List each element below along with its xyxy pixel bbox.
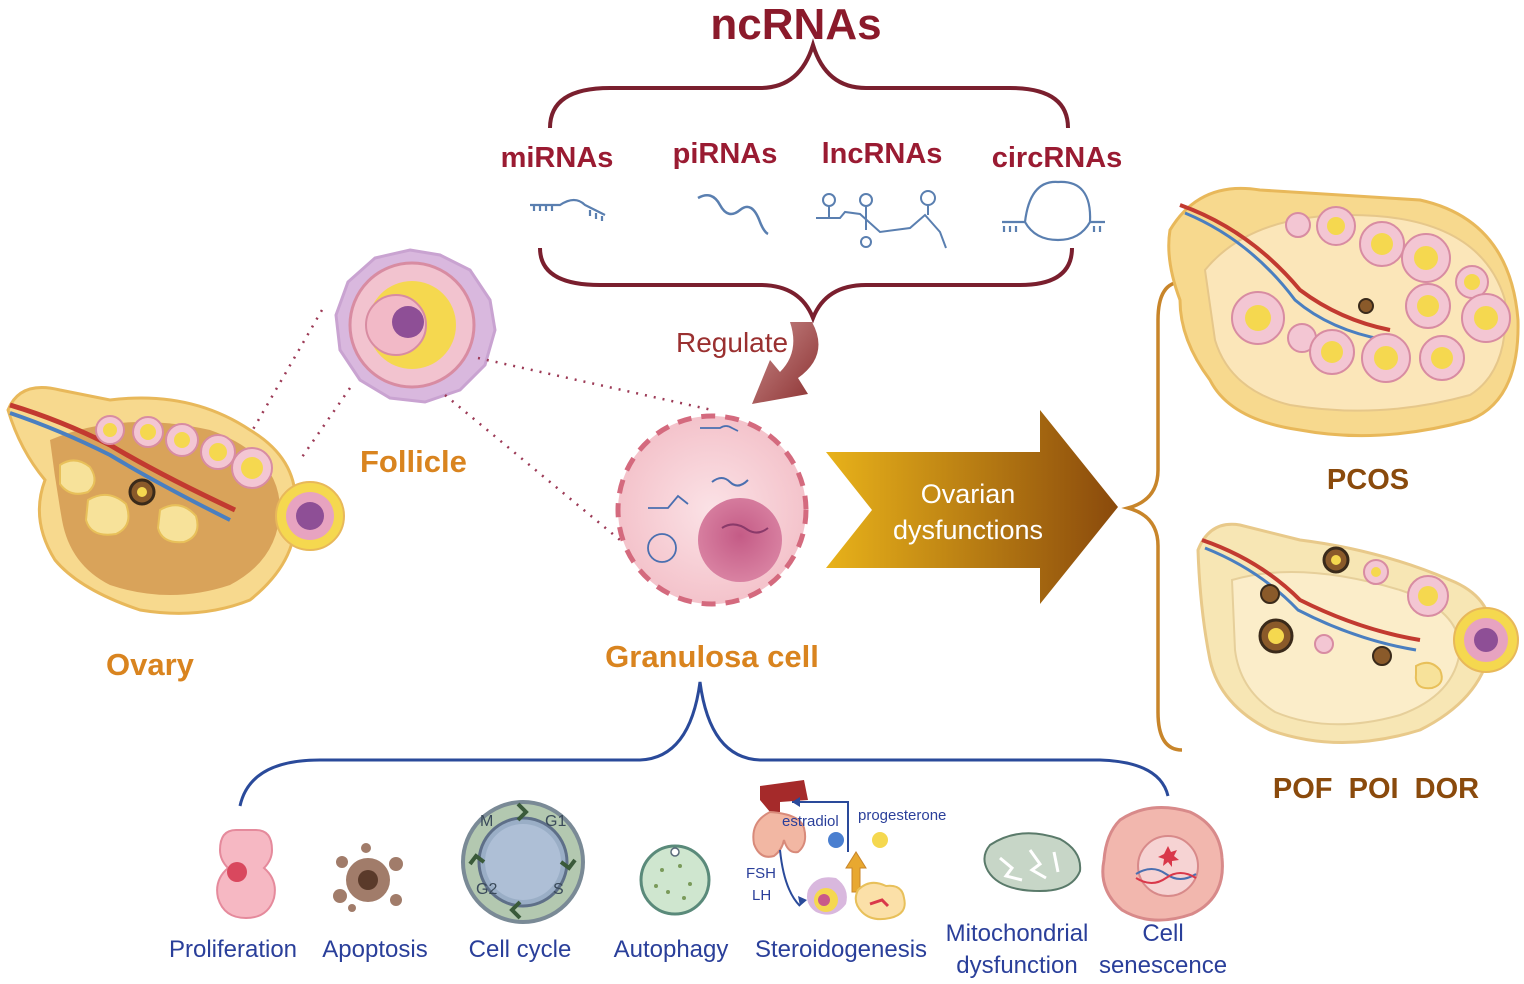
disease-bracket: [1121, 280, 1183, 752]
apoptosis-label: Apoptosis: [322, 936, 428, 963]
ovarian-dysfunction-arrow: [826, 410, 1118, 604]
pcos-label: PCOS: [1326, 464, 1410, 496]
senescence-label-line1: Cell: [1142, 920, 1184, 947]
process-bracket: [238, 681, 1170, 807]
arrow-label-line2: dysfunctions: [892, 515, 1044, 546]
phase-g2-label: G2: [476, 881, 498, 898]
ovary-illustration: [6, 386, 345, 615]
lh-label: LH: [752, 887, 772, 904]
cell-cycle-icon: [461, 800, 585, 924]
autophagy-icon: [639, 844, 711, 916]
follicle-label: Follicle: [360, 444, 467, 479]
pirna-label: piRNAs: [672, 138, 778, 170]
arrow-label: Ovarian dysfunctions: [893, 476, 1043, 549]
senescence-label-line2: senescence: [1098, 952, 1228, 979]
follicle-illustration: [334, 248, 497, 404]
diagram-title: ncRNAs: [710, 0, 882, 49]
arrow-label-line1: Ovarian: [920, 479, 1016, 509]
lncrna-label: lncRNAs: [821, 138, 943, 170]
estradiol-label: estradiol: [782, 813, 839, 830]
apoptosis-icon: [333, 843, 403, 912]
cell-cycle-label: Cell cycle: [468, 936, 572, 963]
pirna-icon: [697, 193, 769, 236]
granulosa-cell-label: Granulosa cell: [605, 639, 819, 674]
proliferation-icon: [216, 829, 276, 920]
mitochondrial-label-line2: dysfunction: [956, 952, 1078, 979]
pcos-ovary-illustration: [1167, 186, 1520, 438]
ncrna-bottom-bracket: [538, 247, 1074, 324]
regulate-arrow: [752, 322, 819, 404]
pof-poi-dor-label: POF POI DOR: [1272, 773, 1480, 805]
mirna-icon: [530, 198, 606, 221]
fsh-label: FSH: [746, 865, 776, 882]
granulosa-cell-illustration: [615, 413, 809, 607]
steroidogenesis-label: Steroidogenesis: [754, 936, 928, 963]
progesterone-label: progesterone: [858, 807, 947, 824]
regulate-label: Regulate: [676, 327, 789, 358]
circrna-icon: [1002, 180, 1105, 242]
mitochondrial-dysfunction-icon: [983, 832, 1082, 893]
mirna-label: miRNAs: [500, 142, 614, 174]
follicle-connectors: [246, 309, 713, 541]
circrna-label: circRNAs: [991, 142, 1123, 174]
steroidogenesis-icon: [752, 780, 906, 921]
pof-ovary-illustration: [1196, 522, 1519, 744]
ovary-label: Ovary: [106, 647, 194, 682]
lncrna-icon: [816, 190, 947, 249]
proliferation-label: Proliferation: [168, 936, 298, 963]
mitochondrial-label-line1: Mitochondrial: [945, 920, 1089, 947]
phase-g1-label: G1: [545, 813, 567, 830]
autophagy-label: Autophagy: [613, 936, 729, 963]
cell-senescence-icon: [1101, 806, 1224, 922]
phase-m-label: M: [480, 813, 494, 830]
phase-s-label: S: [553, 881, 564, 898]
ncrna-top-bracket: [548, 38, 1070, 129]
